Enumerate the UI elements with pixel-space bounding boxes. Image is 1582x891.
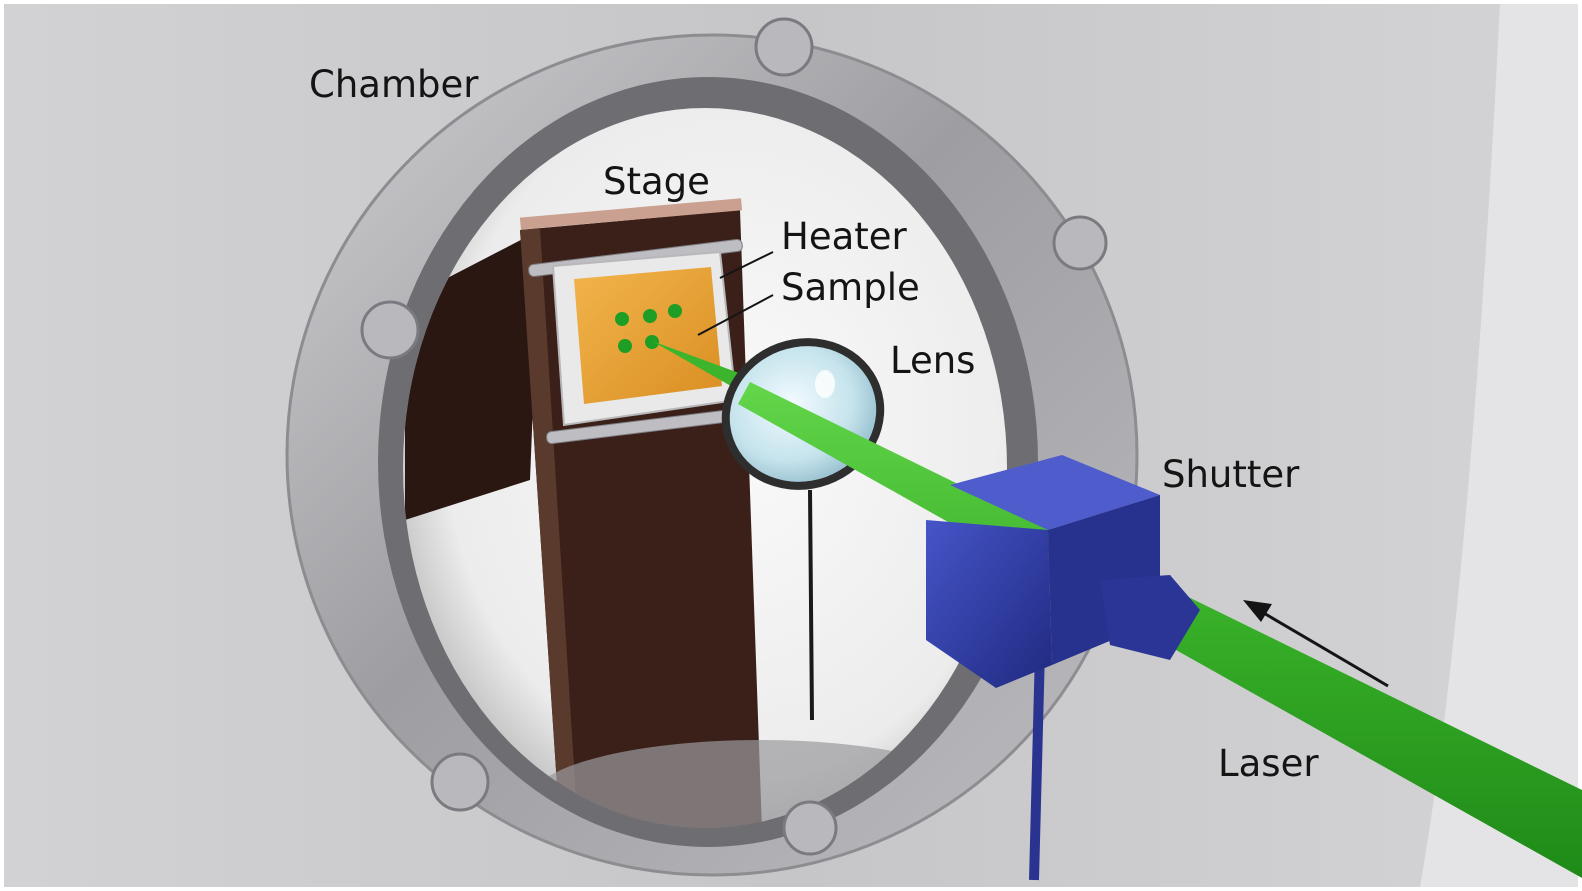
laser-spot <box>668 304 682 318</box>
bolt <box>430 752 490 812</box>
label-laser: Laser <box>1218 742 1319 785</box>
bolt <box>360 300 420 360</box>
laser-spot <box>615 312 629 326</box>
shutter-top <box>950 455 1160 530</box>
arrow-head <box>1243 600 1272 622</box>
stage-post-side <box>520 228 578 828</box>
sample-square <box>574 267 722 404</box>
lens-stand <box>808 489 814 721</box>
laser-spots <box>615 304 682 353</box>
interior-shadow <box>405 230 540 520</box>
stage-top-edge <box>519 198 743 230</box>
heater-leader-line <box>719 251 774 279</box>
label-lens: Lens <box>890 339 976 382</box>
label-heater: Heater <box>781 215 907 258</box>
bolt <box>782 800 838 856</box>
arrow-shaft <box>1261 610 1389 688</box>
laser-spot <box>643 309 657 323</box>
label-stage: Stage <box>603 160 710 203</box>
laser-spot <box>645 335 659 349</box>
lens-highlight <box>815 370 835 398</box>
sample-leader-line <box>697 294 774 336</box>
shutter-stand <box>1029 649 1045 881</box>
label-sample: Sample <box>781 266 920 309</box>
shutter-box <box>926 455 1200 688</box>
chamber-wall-edge <box>1420 4 1578 887</box>
label-chamber: Chamber <box>309 63 479 106</box>
shutter-front <box>926 520 1052 688</box>
flange-bolts <box>360 17 1108 856</box>
laser-direction-arrow <box>1243 600 1389 688</box>
bolt <box>754 17 814 77</box>
laser-spot <box>618 339 632 353</box>
label-shutter: Shutter <box>1162 453 1300 496</box>
bolt <box>1052 215 1108 271</box>
shutter-port <box>1100 575 1200 660</box>
